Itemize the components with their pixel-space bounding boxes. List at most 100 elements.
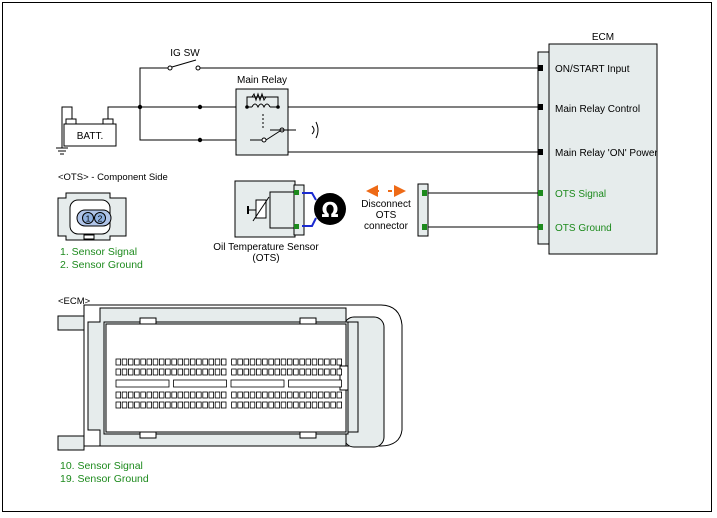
ecm-pin	[311, 391, 318, 399]
ecm-pin	[274, 391, 280, 399]
ecm-pin	[249, 401, 256, 409]
ecm-pin	[280, 391, 287, 399]
ecm-pin	[286, 391, 293, 399]
ecm-pin	[237, 358, 243, 366]
ecm-pin	[220, 391, 227, 399]
disconnect-line1: Disconnect	[361, 199, 411, 210]
ecm-pin	[336, 401, 342, 409]
ecm-pin	[121, 391, 128, 399]
ecm-pin	[268, 358, 274, 366]
ecm-pin	[330, 391, 336, 399]
ecm-pin	[317, 401, 324, 409]
ecm-pin	[208, 401, 214, 409]
ecm-pin	[243, 401, 249, 409]
ecm-pin-relay-on-power: Main Relay 'ON' Power	[555, 148, 658, 159]
ecm-pin-ots-signal: OTS Signal	[555, 189, 606, 200]
ecm-pin	[230, 379, 285, 388]
ecm-title: ECM	[592, 32, 614, 43]
ecm-pin	[324, 401, 330, 409]
ecm-pin	[171, 391, 177, 399]
ecm-pin	[183, 368, 190, 376]
ecm-pin	[311, 401, 318, 409]
junction-dot	[137, 104, 143, 110]
ecm-pin	[146, 358, 152, 366]
ecm-pin	[202, 391, 208, 399]
ecm-pin	[202, 401, 208, 409]
ohm-meter-icon: Ω	[314, 193, 346, 225]
ecm-pin	[243, 358, 249, 366]
oil-temperature-sensor: Oil Temperature Sensor (OTS)	[213, 180, 319, 264]
ecm-pin	[134, 358, 140, 366]
relay-body	[235, 88, 289, 156]
ecm-pin	[177, 401, 183, 409]
ecm-pin	[115, 358, 121, 366]
ecm-pin	[324, 368, 330, 376]
ecm-note-1: 10. Sensor Signal	[60, 460, 143, 472]
ecm-pin	[127, 358, 134, 366]
ecm-pin	[249, 368, 256, 376]
ecm-pin	[214, 401, 221, 409]
ecm-pin	[196, 368, 202, 376]
ecm-pin	[299, 391, 305, 399]
disconnect-line2: OTS	[376, 210, 397, 221]
ecm-pin	[165, 401, 171, 409]
ecm-pin	[165, 358, 171, 366]
ecm-pin	[237, 401, 243, 409]
thermistor-icon	[247, 191, 294, 229]
ecm-pin	[158, 368, 165, 376]
ecm-pin	[317, 368, 324, 376]
ecm-pin	[280, 368, 287, 376]
battery: BATT.	[63, 118, 117, 147]
ecm-pin	[293, 368, 299, 376]
ecm-pin	[158, 391, 165, 399]
ig-switch-label: IG SW	[170, 48, 200, 59]
ecm-connector-face	[57, 304, 403, 451]
ecm-pin	[177, 358, 183, 366]
ecm-pin	[286, 358, 293, 366]
ecm-pin	[243, 368, 249, 376]
ecm-pin	[189, 358, 196, 366]
ecm-pin	[115, 368, 121, 376]
ecm-pin	[189, 368, 196, 376]
ecm-pin	[231, 368, 237, 376]
ecm-pin	[286, 368, 293, 376]
ecm-body	[548, 43, 658, 255]
meter-probes	[302, 192, 317, 227]
ecm-pin	[196, 391, 202, 399]
ecm-pin	[299, 368, 305, 376]
ecm-pin	[268, 391, 274, 399]
ecm-pin	[146, 401, 152, 409]
ecm-pin	[268, 401, 274, 409]
ecm-pin	[249, 391, 256, 399]
ecm-pin	[127, 368, 134, 376]
ecm-pin	[293, 401, 299, 409]
ecm-pin-on-start: ON/START Input	[555, 64, 630, 75]
junction-dots	[137, 104, 203, 143]
ecm-pin-relay-control: Main Relay Control	[555, 104, 640, 115]
ecm-pin	[317, 358, 324, 366]
ecm-pin	[140, 391, 146, 399]
ecm-pin	[115, 391, 121, 399]
ecm-pin	[140, 358, 146, 366]
main-relay-label: Main Relay	[237, 75, 287, 86]
ecm-pin	[324, 391, 330, 399]
ecm-pin	[208, 391, 214, 399]
ecm-pin	[330, 358, 336, 366]
ecm-pin	[231, 401, 237, 409]
ecm-pin	[152, 401, 159, 409]
ecm-pin	[237, 368, 243, 376]
ecm-pin	[158, 358, 165, 366]
ecm-pin	[274, 358, 280, 366]
ecm-pin	[262, 358, 268, 366]
ecm-pin	[311, 368, 318, 376]
ecm-pin	[305, 391, 311, 399]
ecm-pin	[262, 391, 268, 399]
ecm-pin	[214, 358, 221, 366]
ecm-pin	[152, 391, 159, 399]
ecm-pin	[336, 368, 342, 376]
ecm-pin	[173, 379, 227, 388]
ecm-pin	[336, 391, 342, 399]
ecm-pin	[262, 368, 268, 376]
ecm-pin	[171, 358, 177, 366]
